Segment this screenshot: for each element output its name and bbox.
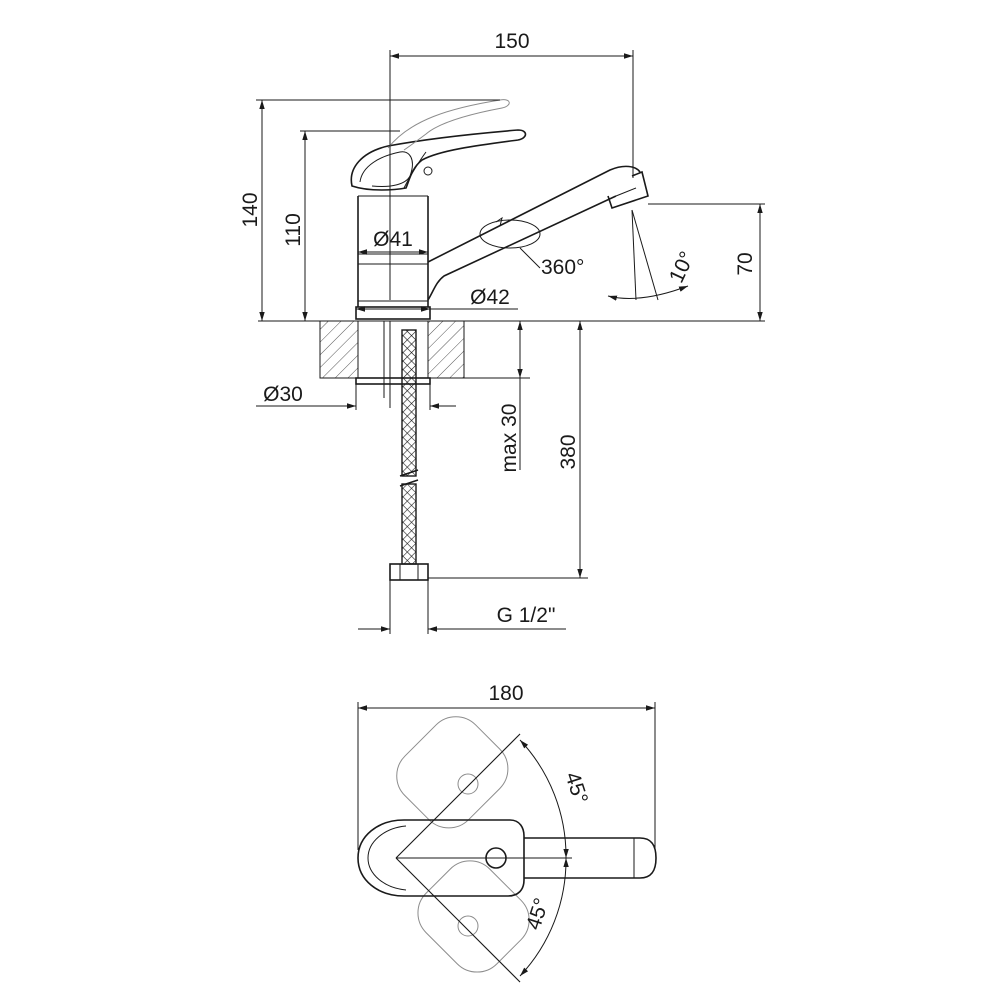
dim-width-label: 150	[494, 30, 529, 53]
rotated-position-upper-ghost	[395, 716, 521, 859]
dim-angle-45-upper: 45°	[519, 739, 592, 859]
dim-diam-41: Ø41	[358, 228, 428, 255]
lever-handle	[350, 129, 527, 191]
dim-angle-lower-label: 45°	[522, 895, 554, 932]
dim-spout-angle-label: 10°	[665, 248, 699, 287]
dim-top-width-label: 180	[488, 682, 523, 705]
swivel-arrow-icon	[495, 216, 503, 227]
dim-diam-body-label: Ø41	[373, 228, 413, 251]
dim-shank-diam-label: Ø30	[263, 383, 303, 406]
dim-spout-height-label: 70	[734, 252, 757, 275]
dim-width-180: 180	[357, 682, 656, 850]
side-view: 150 140 110 Ø41 Ø42 360°	[239, 30, 765, 634]
base-flange	[355, 306, 431, 320]
dim-swivel-label: 360°	[541, 256, 584, 279]
dim-angle-45-lower: 45°	[519, 857, 569, 977]
dim-thread: G 1/2"	[358, 580, 566, 634]
dim-hose-length-label: 380	[557, 434, 580, 469]
dim-height-body-label: 110	[282, 213, 305, 246]
dim-angle-10: 10°	[607, 209, 699, 301]
spout	[427, 165, 649, 301]
flex-hose	[399, 329, 419, 565]
dim-width-150: 150	[389, 30, 634, 300]
mounting-shank	[355, 321, 431, 408]
dim-thread-label: G 1/2"	[497, 604, 556, 627]
dim-max-thickness-label: max 30	[498, 404, 521, 473]
countertop-section	[319, 320, 465, 379]
top-body-inner	[367, 825, 407, 891]
dim-height-total-label: 140	[239, 192, 262, 227]
top-spout	[524, 837, 657, 879]
dim-max-30: max 30	[464, 321, 530, 472]
dim-diam-30: Ø30	[256, 383, 456, 410]
dim-height-70: 70	[648, 203, 765, 321]
swivel-indicator	[479, 219, 541, 249]
dim-diam-42: Ø42	[356, 286, 518, 312]
dim-height-140: 140	[239, 99, 500, 321]
dim-angle-upper-label: 45°	[560, 769, 592, 806]
dim-diam-base-label: Ø42	[470, 286, 510, 309]
lever-raised-ghost	[387, 99, 510, 151]
top-view: 180 45° 45°	[357, 682, 657, 983]
rotated-position-lower-ghost	[395, 857, 530, 983]
dim-length-380: 380	[428, 321, 588, 579]
dim-swivel-360: 360°	[519, 247, 584, 279]
hose-nut	[389, 563, 429, 581]
dim-height-110: 110	[282, 130, 400, 321]
